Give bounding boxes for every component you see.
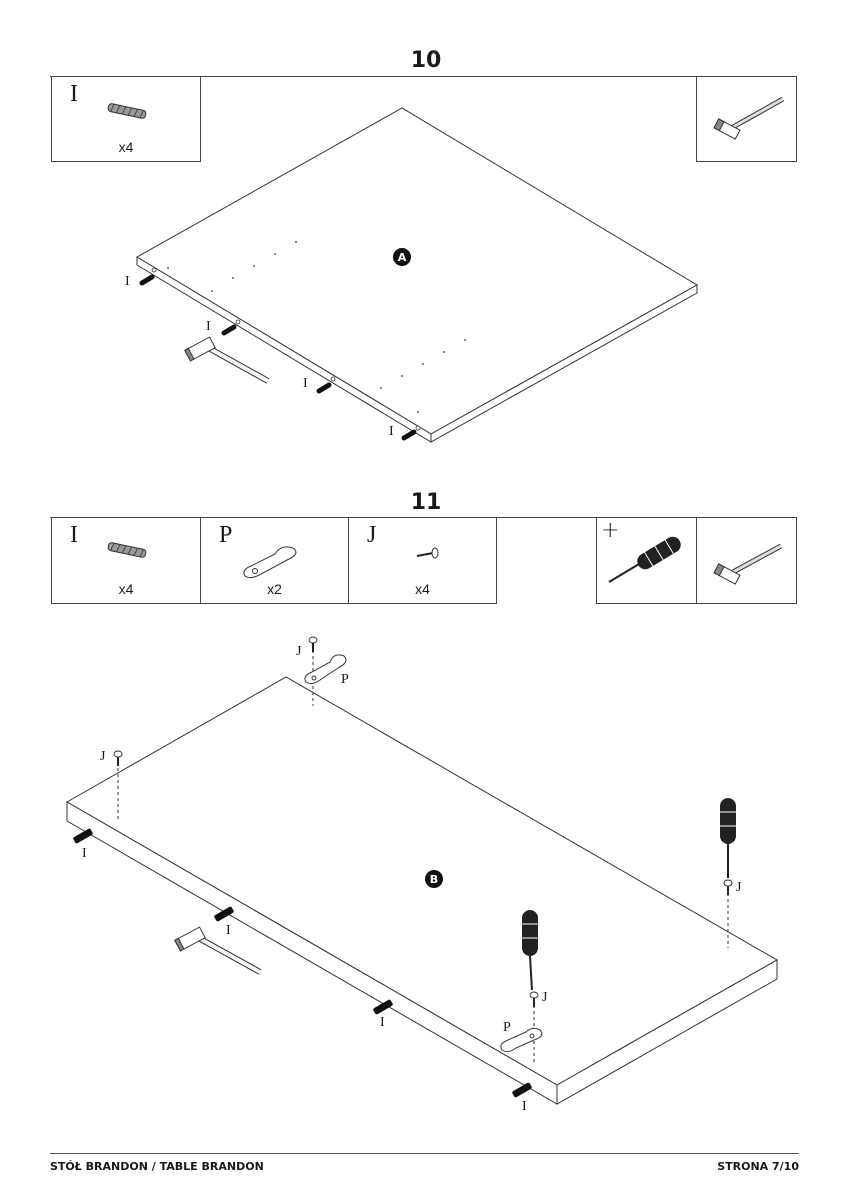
part-quantity: x4 — [118, 139, 134, 155]
dowel-label: I — [125, 274, 130, 289]
hammer-icon — [713, 543, 783, 585]
bracket-label: P — [341, 672, 349, 687]
dowel-label: I — [522, 1099, 527, 1114]
panel-b-marker — [425, 870, 443, 888]
part-letter: J — [367, 522, 377, 548]
dowel-label: I — [389, 424, 394, 439]
part-letter: P — [219, 522, 233, 548]
part-letter: I — [70, 522, 78, 548]
screw-label: J — [296, 644, 302, 659]
footer-product-name: STÓŁ BRANDON / TABLE BRANDON — [50, 1160, 264, 1173]
panel-letter: B — [430, 873, 438, 886]
dowel-label: I — [226, 923, 231, 938]
screwdriver-icon — [608, 536, 681, 583]
screw-label: J — [100, 749, 106, 764]
part-quantity: x2 — [267, 581, 282, 597]
panel-letter: A — [398, 251, 407, 264]
phillips-symbol: + — [601, 518, 620, 543]
screw-label: J — [736, 880, 742, 895]
screw-icon — [113, 636, 733, 1007]
dowel-icon — [73, 828, 532, 1098]
panel-b-board — [65, 676, 779, 1105]
dowel-label: I — [303, 376, 308, 391]
hammer-icon — [174, 926, 262, 975]
screw-icon — [416, 547, 439, 559]
screw-label: J — [542, 990, 548, 1005]
screwdriver-icon — [522, 910, 538, 991]
footer-page-number: STRONA 7/10 — [717, 1160, 799, 1173]
step-10-number: 10 — [410, 48, 442, 73]
step-10-part-i-box: I x4 — [51, 76, 201, 162]
hammer-icon — [184, 336, 270, 384]
dowel-label: I — [380, 1015, 385, 1030]
hammer-icon — [713, 96, 785, 140]
bracket-label: P — [503, 1020, 511, 1035]
dowel-label: I — [82, 846, 87, 861]
dowel-icon — [107, 103, 147, 119]
footer-divider — [50, 1153, 799, 1154]
bracket-icon — [243, 546, 297, 579]
step-11-screwdriver-box: + — [596, 517, 697, 604]
step-10-rule — [50, 76, 797, 77]
part-quantity: x4 — [118, 581, 134, 597]
screwdriver-icon — [720, 798, 736, 878]
step-11-number: 11 — [410, 490, 442, 515]
part-letter: I — [70, 81, 78, 107]
step-11-part-j-box: J x4 — [348, 517, 497, 604]
bracket-icon — [304, 654, 543, 1053]
panel-a-board — [136, 107, 698, 443]
step-10-tool-box — [696, 76, 797, 162]
panel-a-marker — [393, 248, 411, 266]
part-quantity: x4 — [415, 581, 430, 597]
dowel-icon — [107, 542, 147, 558]
step-11-hammer-box — [696, 517, 797, 604]
step-11-part-p-box: P x2 — [200, 517, 349, 604]
step-11-part-i-box: I x4 — [51, 517, 201, 604]
dowel-label: I — [206, 319, 211, 334]
